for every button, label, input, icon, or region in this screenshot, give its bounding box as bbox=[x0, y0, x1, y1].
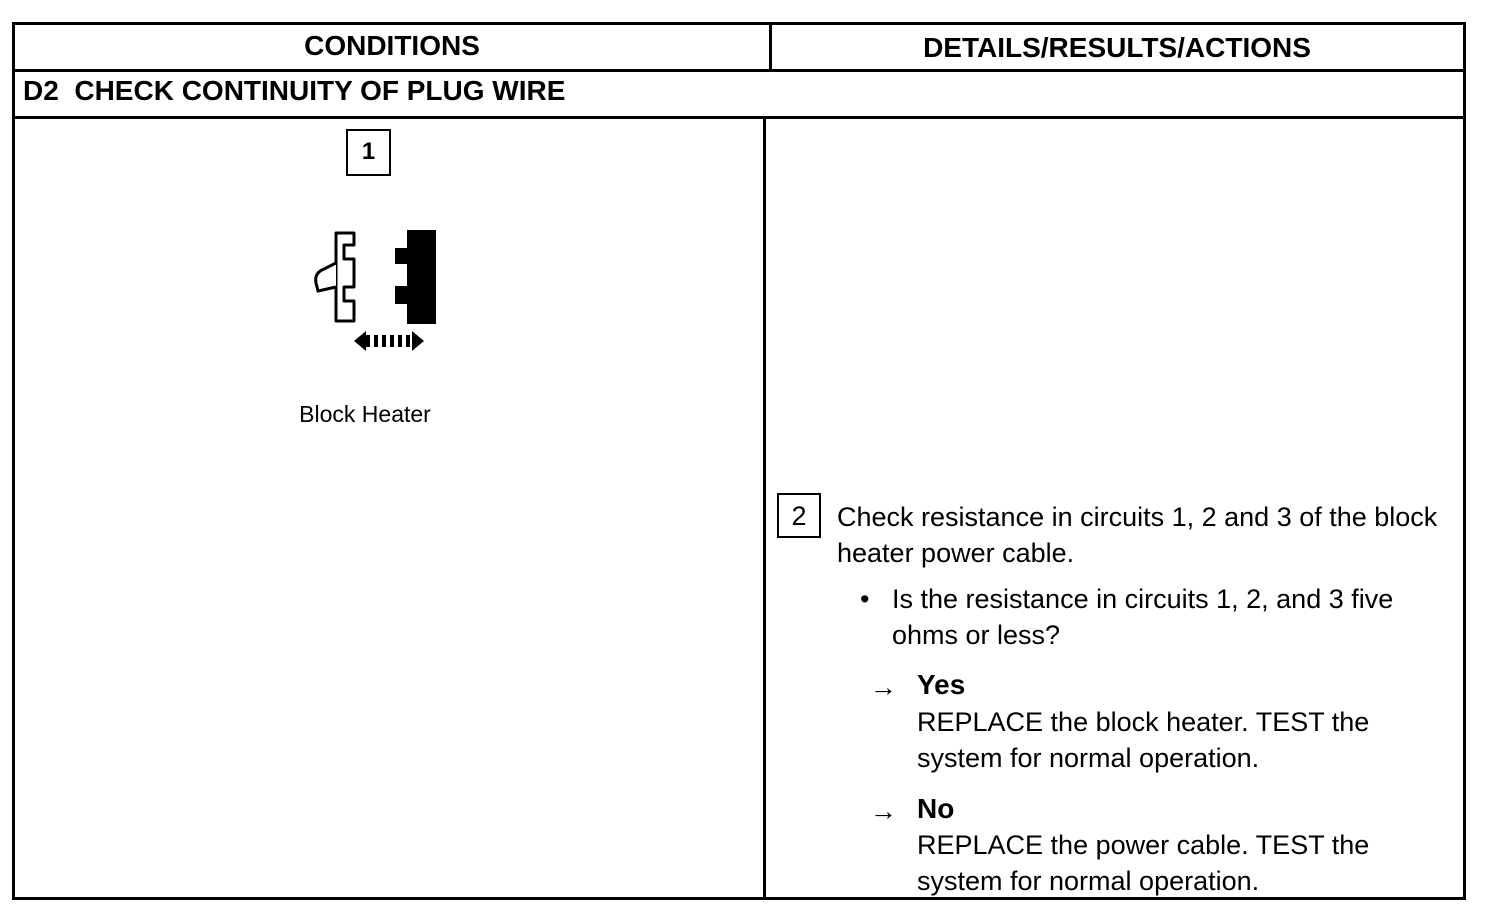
detail-number-box: 2 bbox=[777, 493, 821, 538]
details-header: DETAILS/RESULTS/ACTIONS bbox=[923, 32, 1311, 63]
conditions-header: CONDITIONS bbox=[304, 30, 480, 61]
yes-arrow-icon: → bbox=[870, 672, 897, 702]
detail-instruction: Check resistance in circuits 1, 2 and 3 … bbox=[837, 502, 1438, 568]
step-title: D2 CHECK CONTINUITY OF PLUG WIRE bbox=[23, 75, 566, 106]
no-arrow-icon: → bbox=[870, 796, 897, 826]
no-action: REPLACE the power cable. TEST the system… bbox=[917, 830, 1370, 896]
condition-number-box: 1 bbox=[346, 129, 391, 176]
header-divider bbox=[769, 25, 772, 71]
bullet-icon: • bbox=[860, 584, 870, 614]
diagnostic-table: CONDITIONS DETAILS/RESULTS/ACTIONS D2 CH… bbox=[12, 22, 1466, 900]
condition-caption: Block Heater bbox=[299, 401, 431, 427]
question-text: Is the resistance in circuits 1, 2, and … bbox=[892, 584, 1394, 650]
yes-action: REPLACE the block heater. TEST the syste… bbox=[917, 707, 1370, 773]
column-divider bbox=[763, 118, 766, 900]
no-label: No bbox=[917, 793, 955, 824]
connector-disconnect-icon bbox=[296, 225, 447, 360]
header-rule bbox=[15, 69, 1463, 72]
yes-label: Yes bbox=[917, 669, 966, 700]
title-rule bbox=[15, 116, 1463, 119]
